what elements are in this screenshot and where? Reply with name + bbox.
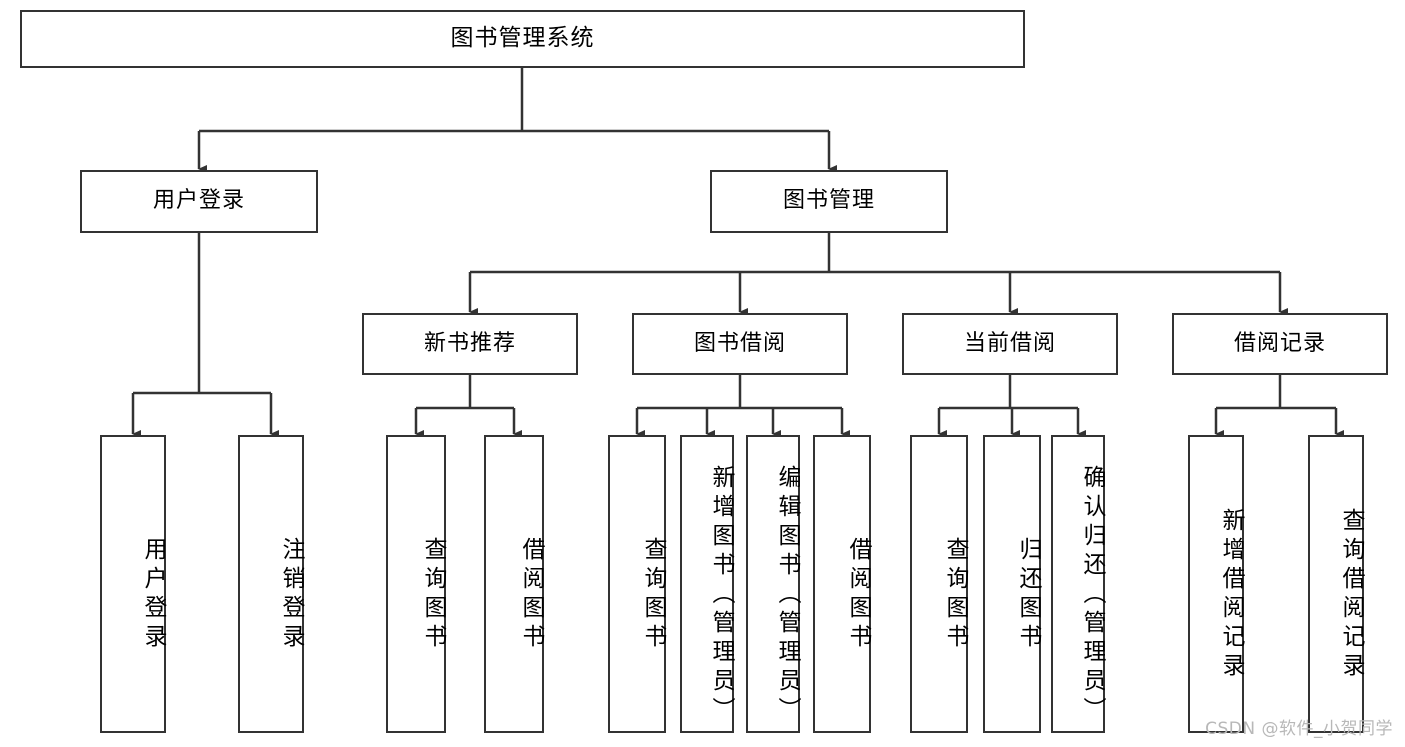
leaf-query-borrow-record[interactable]: 查询借阅记录 bbox=[1308, 435, 1364, 733]
node-label: 查询图书 bbox=[640, 537, 666, 653]
node-label: 注销登录 bbox=[278, 537, 304, 653]
leaf-user-login[interactable]: 用户登录 bbox=[100, 435, 166, 733]
node-label: 图书管理系统 bbox=[450, 25, 595, 52]
leaf-edit-book-admin[interactable]: 编辑图书（管理员） bbox=[746, 435, 800, 733]
node-label: 新书推荐 bbox=[423, 330, 516, 356]
node-new-book-recommend[interactable]: 新书推荐 bbox=[362, 313, 578, 375]
node-label: 图书管理 bbox=[782, 188, 875, 214]
node-label: 查询图书 bbox=[942, 537, 968, 653]
node-label: 归还图书 bbox=[1015, 537, 1041, 653]
leaf-return-book[interactable]: 归还图书 bbox=[983, 435, 1041, 733]
leaf-borrow-book-newbook[interactable]: 借阅图书 bbox=[484, 435, 544, 733]
node-label: 编辑图书（管理员） bbox=[774, 464, 800, 726]
leaf-query-book-borrow[interactable]: 查询图书 bbox=[608, 435, 666, 733]
leaf-add-borrow-record[interactable]: 新增借阅记录 bbox=[1188, 435, 1244, 733]
node-label: 查询图书 bbox=[420, 537, 446, 653]
leaf-logout-login[interactable]: 注销登录 bbox=[238, 435, 304, 733]
node-label: 用户登录 bbox=[152, 188, 245, 214]
leaf-add-book-admin[interactable]: 新增图书（管理员） bbox=[680, 435, 734, 733]
node-current-borrow[interactable]: 当前借阅 bbox=[902, 313, 1118, 375]
node-label: 借阅图书 bbox=[845, 537, 871, 653]
leaf-query-book-newbook[interactable]: 查询图书 bbox=[386, 435, 446, 733]
node-label: 借阅记录 bbox=[1233, 330, 1326, 356]
node-user-login[interactable]: 用户登录 bbox=[80, 170, 318, 233]
node-book-management[interactable]: 图书管理 bbox=[710, 170, 948, 233]
node-borrow-record[interactable]: 借阅记录 bbox=[1172, 313, 1388, 375]
node-label: 新增图书（管理员） bbox=[708, 464, 734, 726]
csdn-watermark: CSDN @软件_小贺同学 bbox=[1205, 719, 1393, 739]
node-label: 用户登录 bbox=[140, 537, 166, 653]
node-label: 借阅图书 bbox=[518, 537, 544, 653]
node-label: 确认归还（管理员） bbox=[1079, 464, 1105, 726]
node-label: 新增借阅记录 bbox=[1218, 508, 1244, 682]
leaf-confirm-return-admin[interactable]: 确认归还（管理员） bbox=[1051, 435, 1105, 733]
node-root-system[interactable]: 图书管理系统 bbox=[20, 10, 1025, 68]
node-label: 图书借阅 bbox=[693, 330, 786, 356]
leaf-borrow-book[interactable]: 借阅图书 bbox=[813, 435, 871, 733]
node-book-borrow[interactable]: 图书借阅 bbox=[632, 313, 848, 375]
leaf-query-book-current[interactable]: 查询图书 bbox=[910, 435, 968, 733]
node-label: 查询借阅记录 bbox=[1338, 508, 1364, 682]
node-label: 当前借阅 bbox=[963, 330, 1056, 356]
